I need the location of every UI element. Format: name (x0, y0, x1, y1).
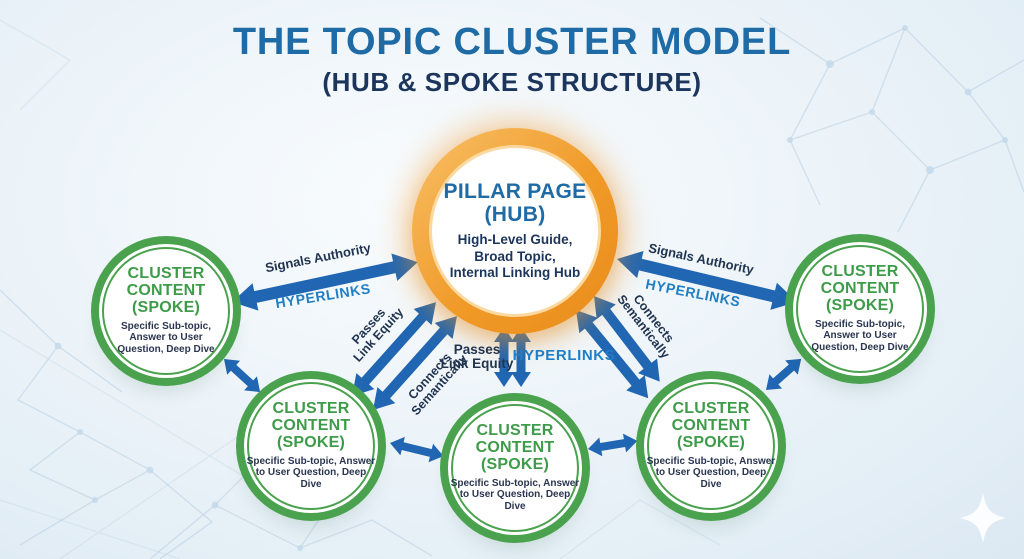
hub-desc-line3: Internal Linking Hub (449, 265, 581, 281)
arrow-left-bottomleft (224, 359, 261, 393)
hub-heading: PILLAR PAGE (HUB) (444, 180, 587, 226)
label-hyperlinks-center: HYPERLINKS (512, 347, 616, 365)
page-title: THE TOPIC CLUSTER MODEL (232, 21, 792, 63)
pillar-page-hub-inner: PILLAR PAGE (HUB) High-Level Guide, Broa… (429, 145, 601, 317)
label-passes-link-equity-center: Passes Link Equity (440, 341, 514, 371)
arrow-hub-bottomcenter-2 (511, 327, 531, 387)
cluster-spoke-bottom-right: CLUSTER CONTENT (SPOKE) Specific Sub-top… (647, 382, 775, 510)
arrow-hub-bottomright-1 (594, 296, 660, 382)
sparkle-icon (960, 493, 1006, 543)
arrow-bottomleft-spoke-hub-1 (352, 302, 436, 396)
network-line (789, 91, 1024, 233)
spoke-description: Specific Sub-topic, Answer to User Quest… (246, 455, 376, 491)
title-block: THE TOPIC CLUSTER MODEL (HUB & SPOKE STR… (0, 21, 1024, 98)
cluster-spoke-right: CLUSTER CONTENT (SPOKE) Specific Sub-top… (796, 245, 924, 373)
arrow-hub-bottomright-2 (576, 310, 649, 399)
spoke-heading: CLUSTER CONTENT (SPOKE) (271, 400, 351, 451)
cluster-spoke-bottom-center: CLUSTER CONTENT (SPOKE) Specific Sub-top… (451, 404, 579, 532)
arrow-hub-right-spoke (617, 250, 797, 310)
arrow-bottomleft-bottomcenter (390, 436, 444, 463)
spoke-heading: CLUSTER CONTENT (SPOKE) (820, 263, 900, 314)
pillar-page-hub-circle: PILLAR PAGE (HUB) High-Level Guide, Broa… (412, 128, 618, 334)
spoke-description: Specific Sub-topic, Answer to User Quest… (450, 477, 580, 513)
arrow-bottomleft-spoke-hub-2 (373, 316, 457, 410)
hub-desc-line2: Broad Topic, (474, 248, 556, 264)
hub-heading-line1: PILLAR PAGE (443, 180, 587, 204)
spoke-description: Specific Sub-topic, Answer to User Quest… (811, 318, 909, 354)
hub-description: High-Level Guide, Broad Topic, Internal … (450, 232, 581, 281)
hub-heading-line2: (HUB) (484, 203, 546, 227)
label-line: Passes (453, 341, 501, 357)
page-subtitle: (HUB & SPOKE STRUCTURE) (322, 67, 702, 97)
network-line (0, 19, 721, 559)
arrow-bottomright-right (766, 358, 802, 390)
label-line: Link Equity (440, 356, 514, 371)
network-line (788, 27, 906, 142)
spoke-description: Specific Sub-topic, Answer to User Quest… (646, 455, 776, 491)
spoke-heading: CLUSTER CONTENT (SPOKE) (475, 422, 555, 473)
spoke-heading: CLUSTER CONTENT (SPOKE) (126, 265, 206, 316)
spoke-heading: CLUSTER CONTENT (SPOKE) (671, 400, 751, 451)
arrow-bottomcenter-bottomright (588, 433, 638, 457)
arrow-left-spoke-hub (232, 253, 418, 311)
cluster-spoke-left: CLUSTER CONTENT (SPOKE) Specific Sub-top… (102, 247, 230, 375)
cluster-spoke-bottom-left: CLUSTER CONTENT (SPOKE) Specific Sub-top… (247, 382, 375, 510)
spoke-description: Specific Sub-topic, Answer to User Quest… (117, 320, 215, 356)
arrow-hub-bottomcenter-1 (494, 327, 514, 387)
hub-desc-line1: High-Level Guide, (457, 232, 573, 248)
